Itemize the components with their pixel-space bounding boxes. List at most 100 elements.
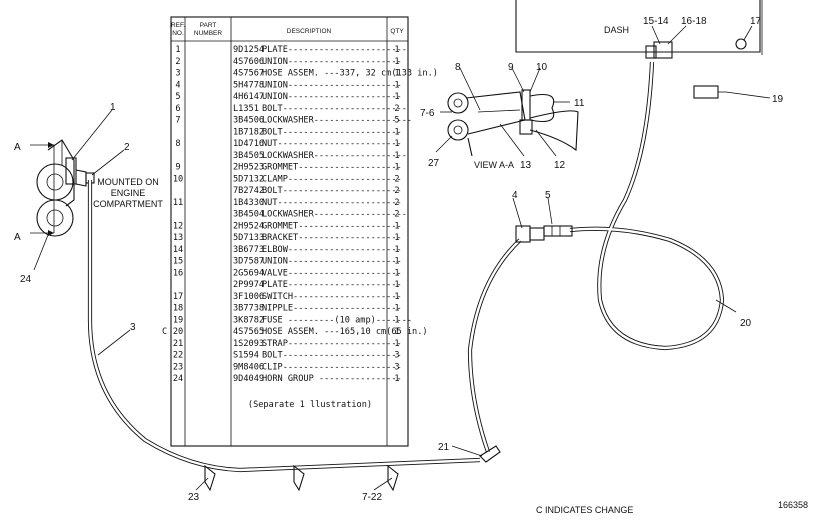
cell-ref: 8 (175, 139, 180, 149)
cell-qty: 3 (394, 362, 399, 372)
cell-ref: 16 (173, 268, 183, 278)
cell-description: STRAP---------------------- (262, 339, 402, 349)
cell-description: LOCKWASHER------------------ (262, 151, 407, 161)
cell-ref: 7 (175, 116, 180, 126)
dash-label: DASH (604, 25, 629, 35)
cell-part-number: 5D7132 (233, 174, 264, 184)
callout-8: 8 (455, 62, 461, 73)
cell-qty: 1 (394, 304, 399, 314)
cell-part-number: 7B2742 (233, 186, 264, 196)
cell-ref: 9 (175, 163, 180, 173)
cell-qty: 1 (394, 374, 399, 384)
cell-part-number: 5H4778 (233, 80, 264, 90)
cell-ref: 10 (173, 174, 183, 184)
callout-4: 4 (512, 190, 518, 201)
cell-part-number: 9D1254 (233, 45, 264, 55)
cell-ref: 12 (173, 221, 183, 231)
mount-note-line2: ENGINE (111, 188, 146, 198)
callout-3: 3 (130, 322, 136, 333)
cell-qty: 1 (394, 268, 399, 278)
cell-description: CLAMP---------------------- (262, 174, 402, 184)
cell-ref: 18 (173, 304, 183, 314)
table-footnote: (Separate 1 llustration) (248, 400, 372, 410)
mount-note-line1: MOUNTED ON (97, 177, 159, 187)
dash-panel (515, 0, 763, 99)
cell-ref: 21 (173, 339, 183, 349)
cell-part-number: 3B4506 (233, 116, 264, 126)
header-part: PART (200, 22, 217, 29)
callout-11: 11 (574, 98, 585, 109)
cell-part-number: 2G5694 (233, 268, 264, 278)
callout-21: 21 (438, 442, 450, 453)
cell-qty: 1 (394, 139, 399, 149)
cell-part-number: 3B4505 (233, 151, 264, 161)
cell-qty: 3 (394, 351, 399, 361)
cell-description: UNION---------------------- (262, 257, 402, 267)
cell-description: PLATE----------------------- (262, 45, 407, 55)
callout-7-22: 7-22 (362, 492, 382, 503)
cell-qty: 2 (394, 104, 399, 114)
cell-description: ELBOW---------------------- (262, 245, 402, 255)
callout-13: 13 (520, 160, 532, 171)
cell-ref: 5 (175, 92, 180, 102)
callout-16-18: 16-18 (681, 16, 707, 27)
cell-qty: 1 (394, 69, 399, 79)
callout-2: 2 (124, 142, 130, 153)
header-number: NUMBER (194, 30, 222, 37)
cell-part-number: 3B6773 (233, 245, 264, 255)
cell-ref: 4 (175, 80, 180, 90)
cell-qty: 5 (394, 116, 399, 126)
cell-part-number: 1S2093 (233, 339, 264, 349)
cell-description: UNION---------------------- (262, 80, 402, 90)
callout-24: 24 (20, 274, 32, 285)
callout-15-14: 15-14 (643, 16, 669, 27)
view-a-a (447, 89, 579, 157)
cell-description: VALVE---------------------- (262, 268, 402, 278)
cell-ref: 13 (173, 233, 183, 243)
callout-20: 20 (740, 318, 752, 329)
callout-5: 5 (545, 190, 551, 201)
cell-description: SWITCH--------------------- (262, 292, 402, 302)
callout-1: 1 (110, 102, 116, 113)
header-qty: QTY (390, 28, 404, 35)
cell-part-number: 9D4049 (233, 374, 264, 384)
cell-part-number: 1B7182 (233, 127, 264, 137)
cell-description: BOLT----------------------- (262, 351, 402, 361)
callout-23: 23 (188, 492, 200, 503)
callouts: 1 2 3 4 5 7-6 8 9 10 11 12 13 15-14 16-1… (14, 16, 784, 503)
cell-description: GROMMET-------------------- (262, 221, 402, 231)
union-fittings (515, 225, 573, 243)
cell-ref: 3 (175, 69, 180, 79)
cell-qty: 1 (394, 257, 399, 267)
cell-description: BOLT----------------------- (262, 186, 402, 196)
cell-description: PLATE---------------------- (262, 280, 402, 290)
callout-27: 27 (428, 158, 440, 169)
figure-number: 166358 (778, 500, 808, 510)
cell-description: BOLT----------------------- (262, 127, 402, 137)
notes: MOUNTED ON ENGINE COMPARTMENT VIEW A-A D… (93, 25, 808, 515)
cell-qty: 1 (394, 233, 399, 243)
cell-qty: 2 (394, 174, 399, 184)
cell-part-number: 3D7587 (233, 257, 264, 267)
cell-ref: 24 (173, 374, 183, 384)
cell-qty: 2 (394, 210, 399, 220)
cell-description: UNION---------------------- (262, 92, 402, 102)
callout-17: 17 (750, 16, 762, 27)
cell-qty: 1 (394, 45, 399, 55)
cell-qty: 1 (394, 327, 399, 337)
